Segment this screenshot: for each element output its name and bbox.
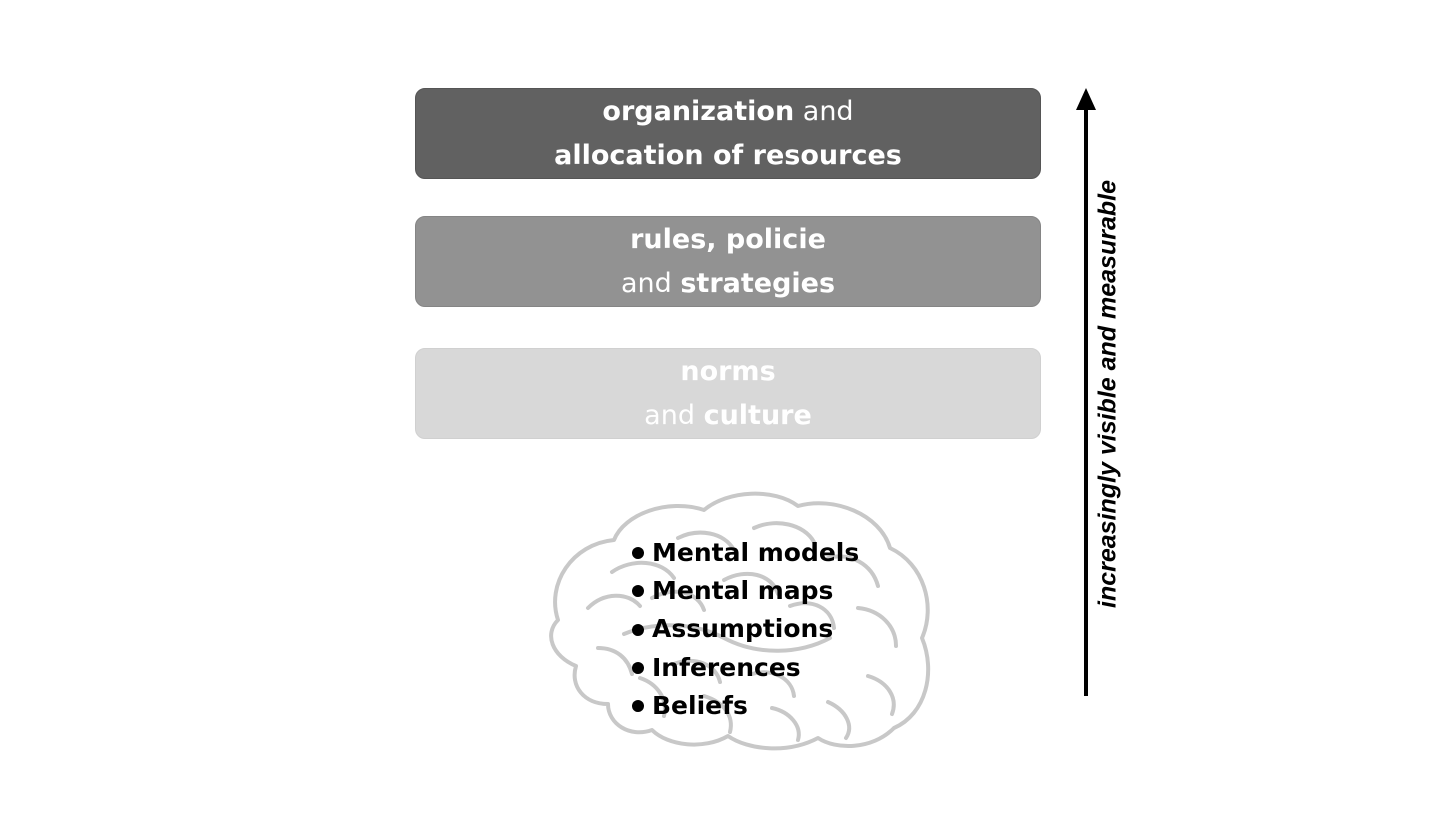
list-item: Beliefs: [632, 687, 859, 725]
layer-organization: organization and allocation of resources: [415, 88, 1041, 179]
mental-items-list: Mental models Mental maps Assumptions In…: [632, 534, 859, 725]
arrow-up-icon: [1076, 88, 1096, 696]
layer-norms-bold-2: culture: [703, 399, 812, 431]
layer-norms-plain-2: and: [644, 399, 704, 431]
list-item-label: Beliefs: [652, 690, 748, 720]
axis-label: increasingly visible and measurable: [1093, 180, 1122, 608]
layer-rules-bold-1: rules, policie: [630, 223, 826, 255]
list-item-label: Mental maps: [652, 576, 834, 606]
list-item: Assumptions: [632, 610, 859, 648]
list-item: Mental models: [632, 534, 859, 572]
bullet-icon: [632, 623, 644, 636]
layer-norms-bold-1: norms: [680, 355, 776, 387]
brain-icon: [549, 491, 931, 751]
layer-rules: rules, policie and strategies: [415, 216, 1041, 307]
layer-rules-line-2: and strategies: [621, 262, 835, 306]
bullet-icon: [632, 699, 644, 712]
list-item: Mental maps: [632, 572, 859, 610]
layer-rules-plain-2: and: [620, 267, 681, 299]
bullet-icon: [632, 585, 644, 598]
layer-rules-line-1: rules, policie: [630, 218, 826, 262]
layer-organization-line-1: organization and: [602, 90, 853, 134]
layer-norms-line-1: norms: [680, 350, 775, 394]
list-item-label: Inferences: [652, 652, 801, 682]
layer-norms-line-2: and culture: [644, 394, 812, 438]
list-item: Inferences: [632, 649, 859, 687]
layer-organization-bold-2: allocation of resources: [554, 139, 902, 171]
list-item-label: Assumptions: [652, 614, 834, 644]
list-item-label: Mental models: [652, 538, 860, 567]
bullet-icon: [632, 547, 644, 560]
layer-organization-plain-1: and: [794, 95, 854, 127]
layer-rules-bold-2: strategies: [680, 267, 836, 299]
layer-organization-line-2: allocation of resources: [554, 134, 902, 178]
layer-organization-bold-1: organization: [602, 95, 795, 127]
bullet-icon: [632, 661, 644, 674]
layer-norms: norms and culture: [415, 348, 1041, 439]
